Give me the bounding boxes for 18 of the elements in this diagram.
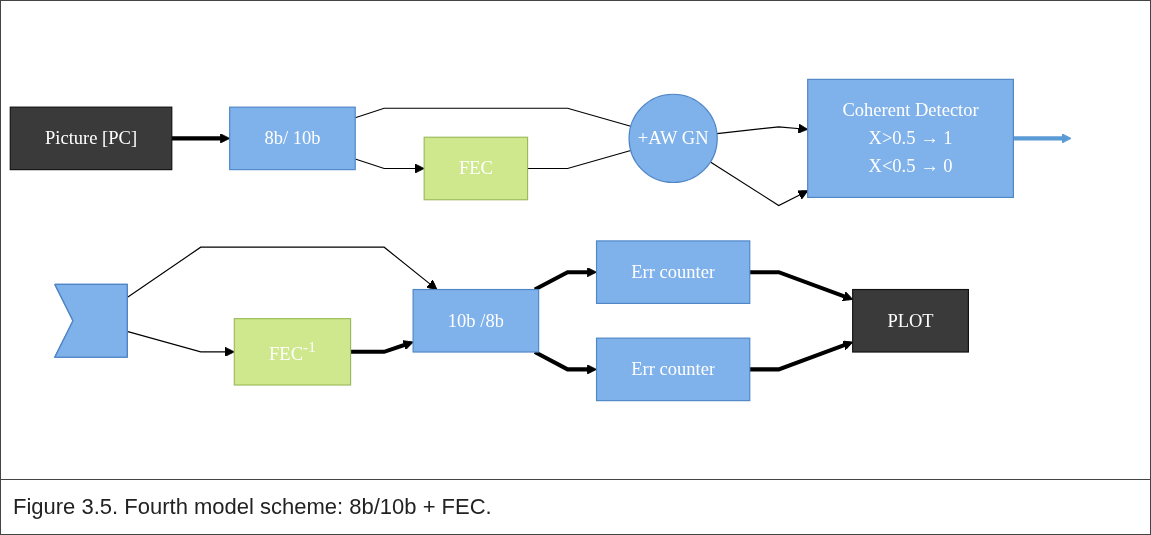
node-box: 8b/ 10b — [229, 106, 356, 171]
arrow — [127, 246, 438, 298]
arrow — [127, 331, 235, 357]
node-box: 10b /8b — [412, 288, 540, 353]
arrow — [533, 267, 597, 292]
arrow — [533, 350, 597, 375]
arrow — [350, 340, 414, 354]
connector — [527, 149, 632, 170]
node-box: Err counter — [595, 337, 751, 402]
node-box: Picture [PC] — [9, 106, 173, 171]
node-box: Err counter — [595, 240, 751, 304]
node-box: PLOT — [852, 288, 969, 353]
figure-caption: Figure 3.5. Fourth model scheme: 8b/10b + FEC. — [12, 493, 493, 521]
arrow — [1013, 133, 1072, 144]
node-box: FEC — [423, 136, 529, 201]
node-circle: +AW GN — [628, 93, 718, 184]
node-box: FEC$^{-1}$ — [233, 318, 352, 386]
node-box: Coherent Detector X>0.5 → 1 X<0.5 → 0 — [807, 78, 1014, 198]
